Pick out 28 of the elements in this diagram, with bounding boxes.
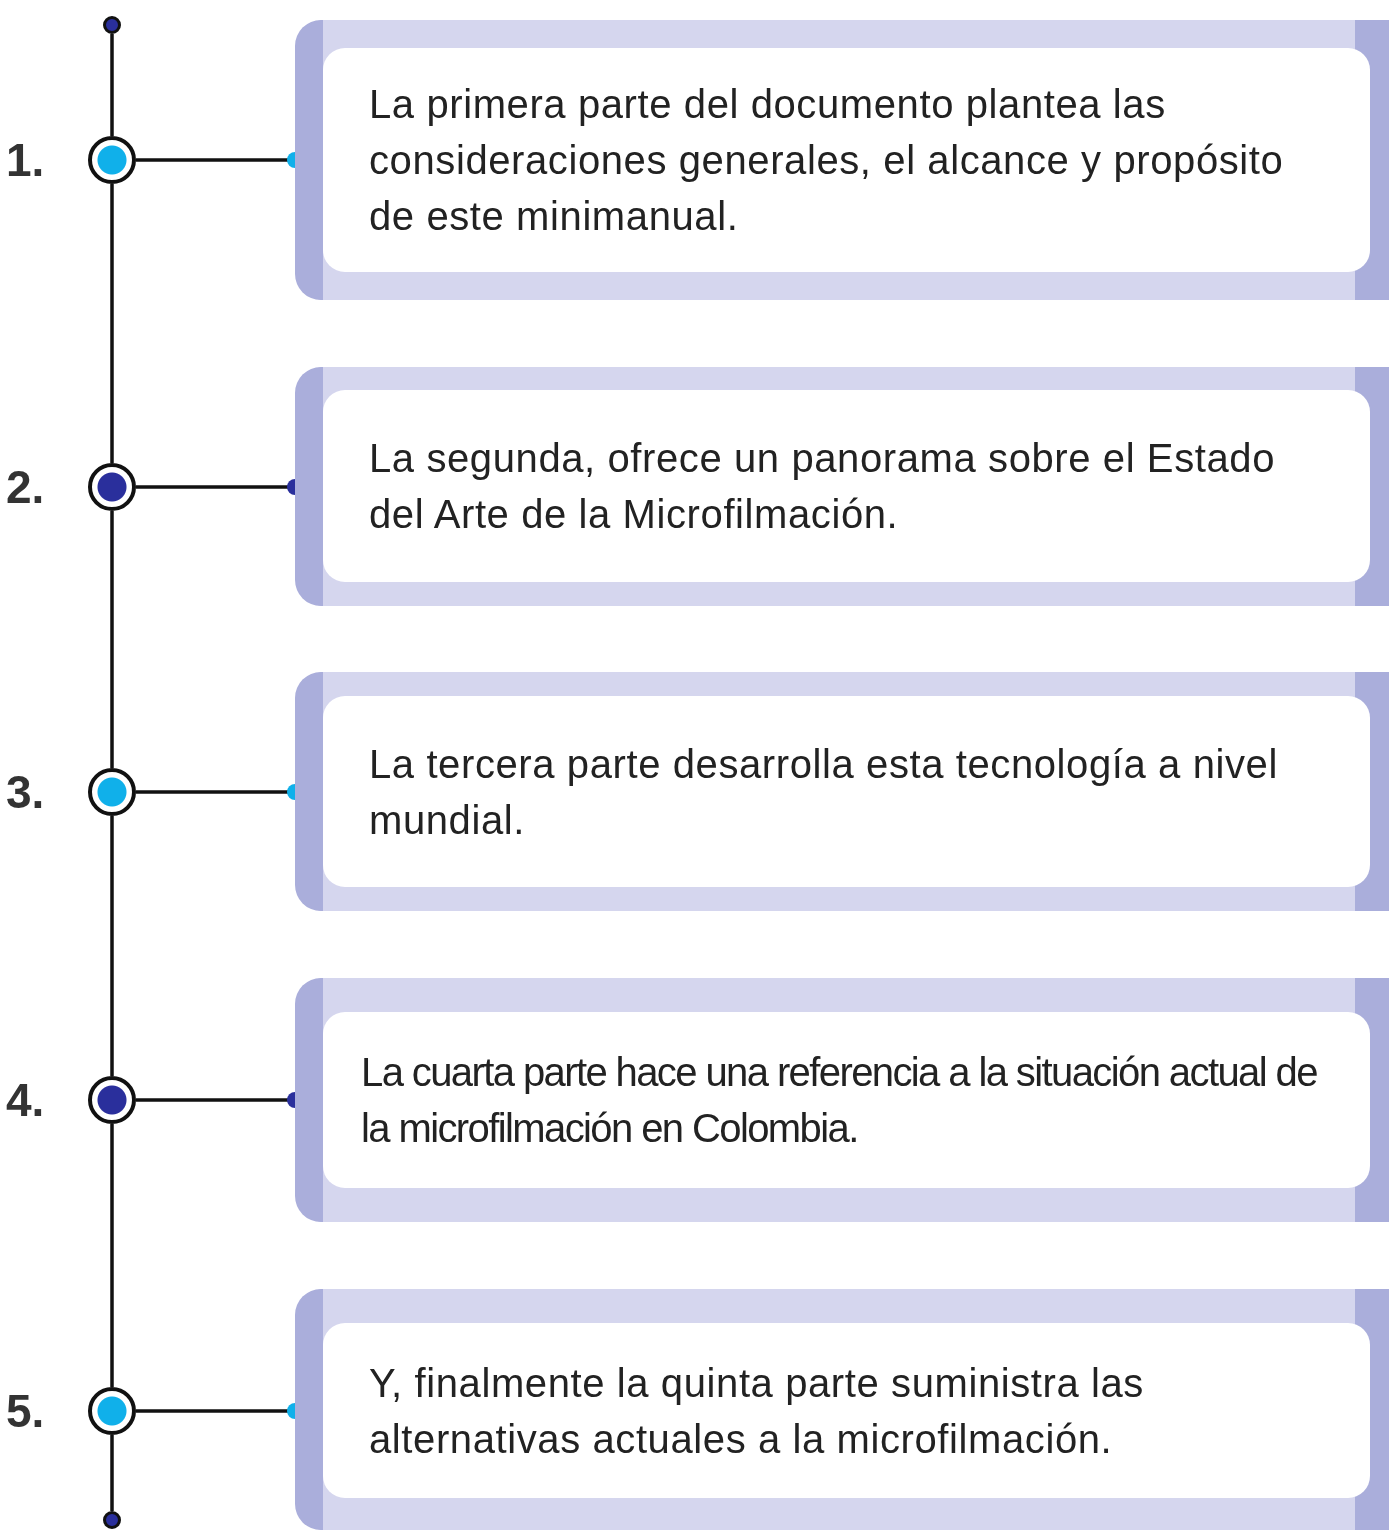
card-band bbox=[295, 1289, 1389, 1530]
timeline-line bbox=[110, 184, 114, 463]
step-description: La cuarta parte hace una referencia a la situación actual de la microfilmación en Colombia. bbox=[323, 1012, 1370, 1188]
card-band bbox=[295, 978, 1389, 1222]
timeline-marker bbox=[88, 463, 136, 511]
timeline-marker bbox=[88, 136, 136, 184]
timeline-end-dot bbox=[103, 1511, 121, 1529]
timeline-line bbox=[110, 34, 114, 136]
card-band bbox=[295, 20, 1389, 300]
step-description: La primera parte del documento plantea las consideraciones generales, el alcance y propósito de este minimanual. bbox=[323, 48, 1370, 272]
step-number: 5. bbox=[6, 1384, 45, 1439]
step-number: 2. bbox=[6, 460, 45, 515]
timeline-marker bbox=[88, 1387, 136, 1435]
timeline-line bbox=[110, 1435, 114, 1511]
card-band bbox=[295, 672, 1389, 911]
timeline-end-dot bbox=[103, 16, 121, 34]
step-description: La segunda, ofrece un panorama sobre el Estado del Arte de la Microfilmación. bbox=[323, 390, 1370, 582]
step-description: La tercera parte desarrolla esta tecnología a nivel mundial. bbox=[323, 696, 1370, 887]
step-number: 4. bbox=[6, 1073, 45, 1128]
step-number: 3. bbox=[6, 765, 45, 820]
step-number: 1. bbox=[6, 133, 45, 188]
timeline-marker bbox=[88, 1076, 136, 1124]
timeline-line bbox=[110, 1124, 114, 1387]
timeline-line bbox=[110, 816, 114, 1076]
card-band bbox=[295, 367, 1389, 606]
timeline-line bbox=[110, 511, 114, 768]
timeline-marker bbox=[88, 768, 136, 816]
step-description: Y, finalmente la quinta parte suministra las alternativas actuales a la microfilmación. bbox=[323, 1323, 1370, 1498]
